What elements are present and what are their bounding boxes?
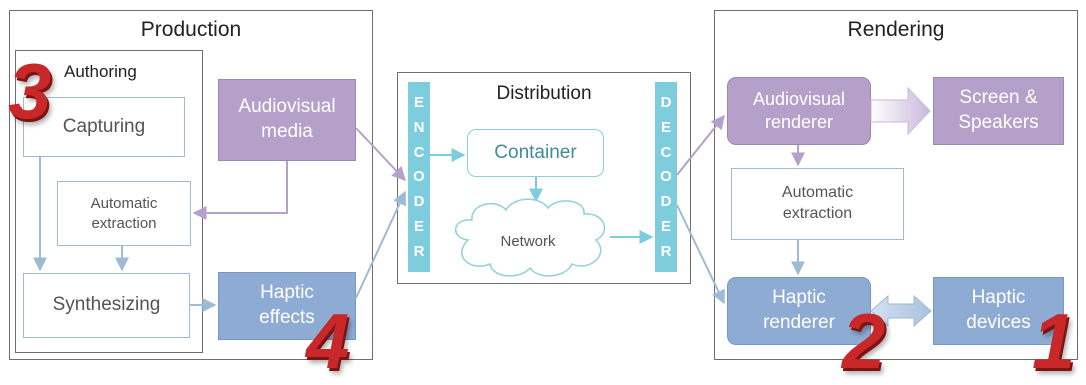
audiovisual-media-box: Audiovisual media <box>218 79 356 161</box>
production-automatic-extraction-box: Automatic extraction <box>57 181 191 246</box>
encoder-letter: C <box>413 143 425 161</box>
container-box: Container <box>467 129 604 177</box>
haptic-effects-box: Haptic effects <box>218 272 356 340</box>
encoder-letter: O <box>413 168 425 186</box>
number-4: 4 <box>306 297 350 385</box>
encoder-letter: N <box>413 118 425 136</box>
encoder-letter: E <box>413 93 424 111</box>
decoder-letter: O <box>660 168 672 186</box>
decoder-letter: E <box>660 218 671 236</box>
capturing-box: Capturing <box>23 97 185 157</box>
decoder-letter: E <box>660 118 671 136</box>
haptic-devices-box: Haptic devices <box>933 277 1064 345</box>
encoder-letter: E <box>413 218 424 236</box>
rendering-title: Rendering <box>847 18 945 41</box>
number-2: 2 <box>842 297 886 385</box>
audiovisual-renderer-box: Audiovisual renderer <box>727 77 871 145</box>
encoder-letter: R <box>413 242 425 260</box>
number-1: 1 <box>1032 297 1076 385</box>
encoder-letter: D <box>413 193 425 211</box>
authoring-title: Authoring <box>64 62 137 81</box>
decoder-letter: D <box>660 93 672 111</box>
number-3: 3 <box>8 47 52 135</box>
rendering-automatic-extraction-box: Automatic extraction <box>731 168 904 240</box>
decoder-letter: C <box>660 143 672 161</box>
synthesizing-box: Synthesizing <box>23 273 190 338</box>
decoder-letter: R <box>660 242 672 260</box>
distribution-title: Distribution <box>496 83 592 104</box>
production-title: Production <box>140 18 242 41</box>
screen-speakers-box: Screen & Speakers <box>933 77 1064 145</box>
haptic-renderer-box: Haptic renderer <box>727 277 871 345</box>
decoder-letter: D <box>660 193 672 211</box>
